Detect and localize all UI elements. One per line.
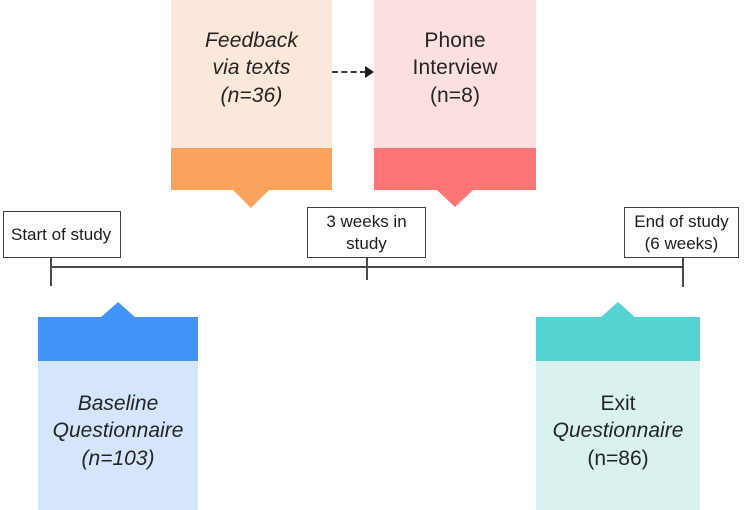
node-phone-interview: Phone Interview (n=8) (374, 0, 536, 207)
node-exit-questionnaire: Exit Questionnaire (n=86) (536, 302, 700, 510)
node-exit-accent-band (536, 317, 700, 361)
timeline-marker-start-of-study: Start of study (3, 211, 121, 258)
node-baseline-pointer (100, 302, 136, 318)
node-exit-line-3: (n=86) (587, 446, 649, 470)
node-phone-accent-band (374, 148, 536, 190)
node-phone-label: Phone Interview (n=8) (374, 27, 536, 109)
node-exit-line-1: Exit (600, 392, 636, 415)
timeline-marker-3-weeks: 3 weeks in study (307, 207, 426, 258)
timeline-tick-start (50, 258, 52, 286)
node-feedback-body (171, 0, 332, 148)
node-baseline-questionnaire: Baseline Questionnaire (n=103) (38, 302, 198, 510)
node-feedback-accent-band (171, 148, 332, 190)
timeline-marker-mid-line-1: 3 weeks in (326, 212, 407, 232)
timeline-marker-end-line-2: (6 weeks) (644, 233, 719, 253)
node-exit-line-2: Questionnaire (552, 419, 684, 443)
timeline-marker-start-line-1: Start of study (11, 224, 112, 244)
node-baseline-label: Baseline Questionnaire (n=103) (38, 390, 198, 472)
node-feedback-line-1: Feedback (204, 29, 299, 52)
node-feedback-line-3: (n=36) (220, 83, 283, 107)
timeline-marker-mid-line-2: study (346, 233, 387, 253)
dashed-arrow-line (332, 71, 366, 73)
node-feedback-label: Feedback via texts (n=36) (171, 27, 332, 109)
timeline-marker-end-of-study: End of study (6 weeks) (624, 207, 739, 258)
node-feedback-line-2: via texts (212, 56, 291, 80)
node-exit-body (536, 361, 700, 510)
node-feedback-pointer (233, 190, 269, 208)
node-baseline-line-3: (n=103) (81, 446, 155, 470)
node-baseline-accent-band (38, 317, 198, 361)
node-baseline-line-2: Questionnaire (52, 419, 184, 443)
node-phone-body (374, 0, 536, 148)
timeline-tick-mid (366, 258, 368, 280)
node-exit-pointer (600, 302, 636, 318)
node-phone-line-3: (n=8) (429, 83, 481, 107)
timeline-marker-end-line-1: End of study (634, 212, 729, 232)
dashed-arrow-head (365, 66, 374, 78)
node-phone-line-2: Interview (412, 56, 498, 80)
node-baseline-body (38, 361, 198, 510)
dashed-arrow-icon (332, 64, 376, 80)
node-phone-line-1: Phone (424, 29, 486, 52)
node-exit-label: Exit Questionnaire (n=86) (536, 390, 700, 472)
timeline-tick-end (682, 258, 684, 287)
node-phone-pointer (437, 190, 473, 207)
node-feedback-via-texts: Feedback via texts (n=36) (171, 0, 332, 208)
node-baseline-line-1: Baseline (77, 392, 159, 415)
